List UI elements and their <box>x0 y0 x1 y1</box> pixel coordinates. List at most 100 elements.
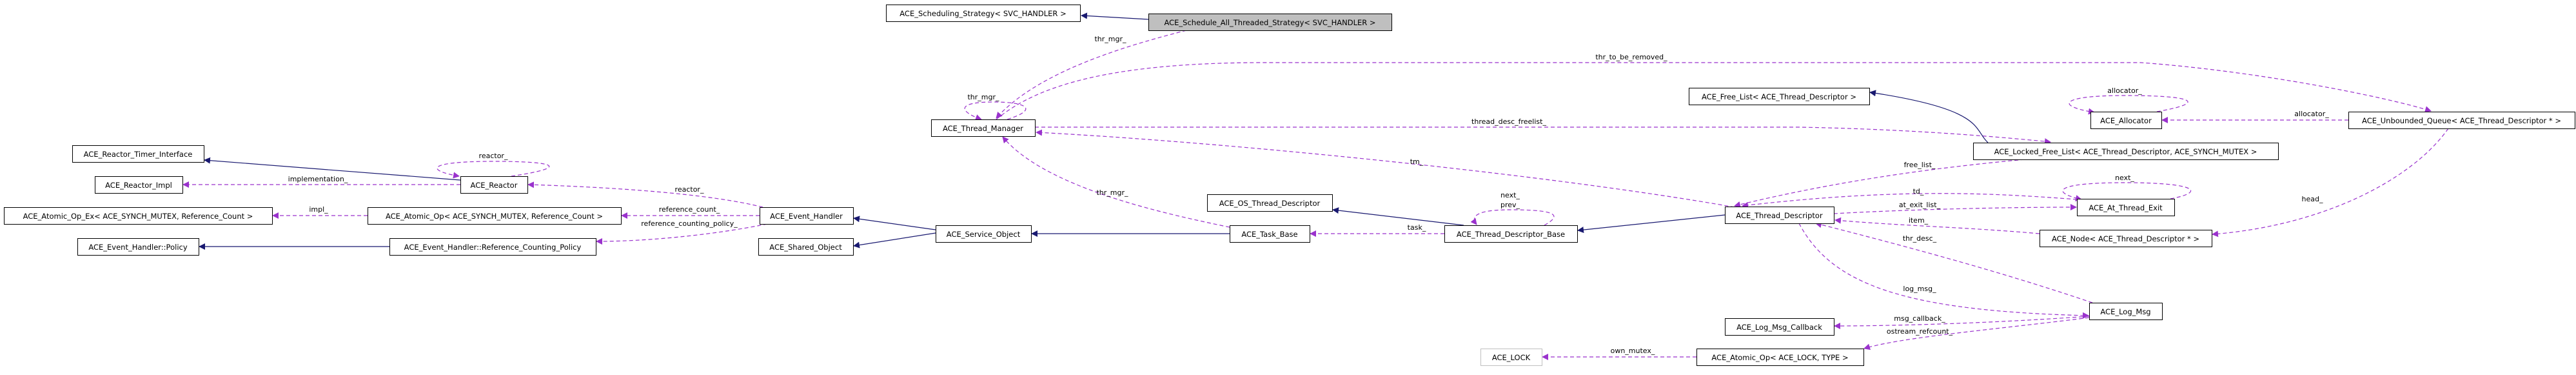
usage-edge-ace-thread-descriptor-to-ace-at-thread-exit <box>1833 204 2077 214</box>
class-node-ace-thread-descriptor-base[interactable]: ACE_Thread_Descriptor_Base <box>1444 225 1578 243</box>
class-node-ace-node-ace-thread-descriptor[interactable]: ACE_Node< ACE_Thread_Descriptor * > <box>2040 230 2212 247</box>
class-node-label: ACE_Event_Handler <box>770 212 843 221</box>
class-node-ace-shared-object[interactable]: ACE_Shared_Object <box>758 238 854 256</box>
class-node-box[interactable] <box>389 238 596 256</box>
class-node-ace-reactor-impl[interactable]: ACE_Reactor_Impl <box>95 176 183 194</box>
class-node-ace-locked-free-list-ace-thread-descriptor-ace-synch-mutex[interactable]: ACE_Locked_Free_List< ACE_Thread_Descrip… <box>1973 143 2279 160</box>
class-node-label: ACE_Log_Msg_Callback <box>1736 323 1822 332</box>
usage-edge-ace-thread-manager-to-ace-thread-manager <box>964 101 1027 121</box>
class-node-ace-event-handler-reference-counting-policy[interactable]: ACE_Event_Handler::Reference_Counting_Po… <box>389 238 596 256</box>
usage-edge-ace-thread-manager-to-ace-locked-free-list-ace-thread-descriptor-ace-synch-mutex <box>1035 127 2051 145</box>
class-node-ace-unbounded-queue-ace-thread-descriptor[interactable]: ACE_Unbounded_Queue< ACE_Thread_Descript… <box>2348 112 2575 129</box>
edge-label: head_ <box>2302 195 2323 203</box>
class-node-ace-task-base[interactable]: ACE_Task_Base <box>1230 225 1310 243</box>
class-node-box[interactable] <box>2090 112 2162 129</box>
usage-edge-ace-log-msg-to-ace-atomic-op-ace-lock-type <box>1863 317 2090 350</box>
usage-edge-ace-at-thread-exit-to-ace-at-thread-exit <box>2062 182 2192 201</box>
class-node-ace-thread-manager[interactable]: ACE_Thread_Manager <box>931 119 1036 137</box>
usage-edge-ace-thread-manager-to-ace-unbounded-queue-ace-thread-descriptor <box>996 62 2432 120</box>
class-node-box[interactable] <box>1444 225 1578 243</box>
class-node-label: ACE_Allocator <box>2100 116 2152 125</box>
class-node-label: ACE_Event_Handler::Reference_Counting_Po… <box>404 243 582 252</box>
usage-edge-ace-task-base-to-ace-thread-manager <box>1002 136 1230 228</box>
usage-edge-ace-event-handler-to-ace-event-handler-reference-counting-policy <box>596 223 768 245</box>
class-node-box[interactable] <box>886 5 1081 22</box>
class-node-box[interactable] <box>936 225 1032 243</box>
usage-edge-ace-log-msg-to-ace-log-msg-callback <box>1834 316 2090 329</box>
class-node-label: ACE_At_Thread_Exit <box>2089 203 2163 212</box>
class-node-ace-schedule-all-threaded-strategy-svc-handler[interactable]: ACE_Schedule_All_Threaded_Strategy< SVC_… <box>1148 14 1392 31</box>
class-node-box[interactable] <box>1148 14 1392 31</box>
class-node-ace-at-thread-exit[interactable]: ACE_At_Thread_Exit <box>2077 199 2175 216</box>
edge-label: next_ <box>1500 191 1520 199</box>
class-node-ace-os-thread-descriptor[interactable]: ACE_OS_Thread_Descriptor <box>1207 194 1333 212</box>
class-node-box[interactable] <box>758 238 854 256</box>
class-node-label: ACE_Free_List< ACE_Thread_Descriptor > <box>1702 92 1856 101</box>
class-node-ace-reactor-timer-interface[interactable]: ACE_Reactor_Timer_Interface <box>72 145 204 163</box>
class-node-ace-free-list-ace-thread-descriptor[interactable]: ACE_Free_List< ACE_Thread_Descriptor > <box>1689 88 1870 105</box>
class-node-label: ACE_Node< ACE_Thread_Descriptor * > <box>2052 234 2199 243</box>
class-node-ace-reactor[interactable]: ACE_Reactor <box>460 176 528 194</box>
class-node-ace-log-msg[interactable]: ACE_Log_Msg <box>2089 303 2163 320</box>
class-node-ace-scheduling-strategy-svc-handler[interactable]: ACE_Scheduling_Strategy< SVC_HANDLER > <box>886 5 1081 22</box>
class-node-box[interactable] <box>2348 112 2575 129</box>
class-node-box[interactable] <box>2040 230 2212 247</box>
nodes-layer: ACE_Schedule_All_Threaded_Strategy< SVC_… <box>4 5 2575 366</box>
class-node-label: ACE_Thread_Descriptor <box>1736 211 1823 220</box>
class-node-box[interactable] <box>77 238 199 256</box>
class-node-label: ACE_LOCK <box>1492 353 1531 362</box>
inheritance-edge-ace-thread-descriptor-base-to-ace-os-thread-descriptor <box>1332 207 1464 226</box>
edge-label: task_ <box>1408 223 1426 232</box>
class-node-box[interactable] <box>4 207 273 225</box>
class-node-box[interactable] <box>1725 207 1834 224</box>
class-node-box[interactable] <box>460 176 528 194</box>
class-node-label: ACE_Atomic_Op< ACE_SYNCH_MUTEX, Referenc… <box>386 212 603 221</box>
edge-label: reference_counting_policy_ <box>641 219 738 228</box>
class-node-ace-event-handler-policy[interactable]: ACE_Event_Handler::Policy <box>77 238 199 256</box>
class-node-box[interactable] <box>1207 194 1333 212</box>
usage-edge-ace-reactor-to-ace-reactor <box>437 161 550 179</box>
edge-label: log_msg_ <box>1903 285 1936 293</box>
class-node-box[interactable] <box>368 207 622 225</box>
inheritance-edge-ace-thread-descriptor-to-ace-thread-descriptor-base <box>1577 214 1726 234</box>
usage-edge-ace-locked-free-list-ace-thread-descriptor-ace-synch-mutex-to-ace-thread-descriptor <box>1734 159 2025 208</box>
class-node-box[interactable] <box>72 145 204 163</box>
class-node-label: ACE_Event_Handler::Policy <box>88 243 188 252</box>
class-node-label: ACE_Log_Msg <box>2100 307 2150 316</box>
edge-label: next_ <box>2115 174 2134 182</box>
class-node-box[interactable] <box>2089 303 2163 320</box>
edge-label: reactor_ <box>479 152 508 160</box>
usage-edge-ace-thread-descriptor-to-ace-thread-manager <box>1036 129 1735 208</box>
class-node-ace-atomic-op-ace-lock-type[interactable]: ACE_Atomic_Op< ACE_LOCK, TYPE > <box>1696 349 1864 366</box>
class-node-label: ACE_Thread_Manager <box>943 124 1023 133</box>
class-node-box[interactable] <box>2077 199 2175 216</box>
class-node-box[interactable] <box>1689 88 1870 105</box>
class-node-box[interactable] <box>931 119 1036 137</box>
class-node-ace-thread-descriptor[interactable]: ACE_Thread_Descriptor <box>1725 207 1834 224</box>
class-node-ace-event-handler[interactable]: ACE_Event_Handler <box>760 207 854 225</box>
edge-label: td_ <box>1913 187 1924 196</box>
usage-edge-ace-event-handler-to-ace-reactor <box>527 181 763 208</box>
class-node-ace-lock[interactable]: ACE_LOCK <box>1480 349 1542 366</box>
class-node-box[interactable] <box>1973 143 2279 160</box>
class-node-box[interactable] <box>760 207 854 225</box>
class-node-label: ACE_Scheduling_Strategy< SVC_HANDLER > <box>900 9 1066 18</box>
class-node-ace-atomic-op-ex-ace-synch-mutex-reference-count[interactable]: ACE_Atomic_Op_Ex< ACE_SYNCH_MUTEX, Refer… <box>4 207 273 225</box>
class-node-label: ACE_Reactor_Impl <box>105 181 172 190</box>
class-node-label: ACE_Locked_Free_List< ACE_Thread_Descrip… <box>1994 147 2257 156</box>
class-node-ace-service-object[interactable]: ACE_Service_Object <box>936 225 1032 243</box>
class-node-ace-log-msg-callback[interactable]: ACE_Log_Msg_Callback <box>1725 318 1834 336</box>
class-node-ace-atomic-op-ace-synch-mutex-reference-count[interactable]: ACE_Atomic_Op< ACE_SYNCH_MUTEX, Referenc… <box>368 207 622 225</box>
usage-edge-ace-unbounded-queue-ace-thread-descriptor-to-ace-node-ace-thread-descriptor <box>2212 128 2449 238</box>
class-node-box[interactable] <box>95 176 183 194</box>
inheritance-edge-ace-service-object-to-ace-event-handler <box>853 216 936 230</box>
class-node-box[interactable] <box>1230 225 1310 243</box>
class-node-box[interactable] <box>1480 349 1542 366</box>
class-node-box[interactable] <box>1725 318 1834 336</box>
usage-edge-ace-thread-descriptor-base-to-ace-thread-descriptor-base <box>1470 209 1555 226</box>
edge-label: own_mutex_ <box>1611 347 1655 355</box>
class-node-box[interactable] <box>1696 349 1864 366</box>
class-node-ace-allocator[interactable]: ACE_Allocator <box>2090 112 2162 129</box>
class-node-label: ACE_Reactor_Timer_Interface <box>84 150 193 159</box>
